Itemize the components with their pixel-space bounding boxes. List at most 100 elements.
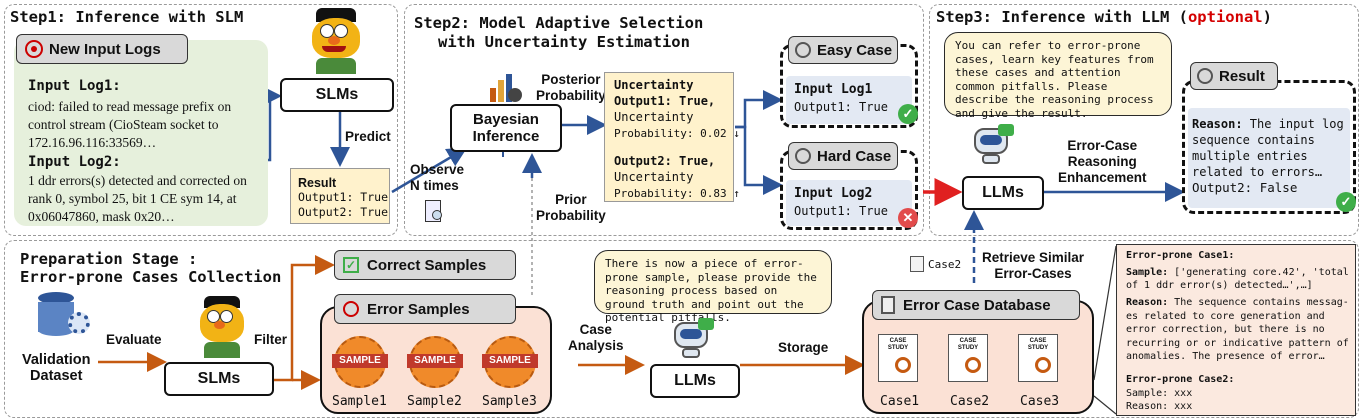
unc-o1-a: Output1: True, — [614, 94, 716, 108]
robot-icon-step3 — [972, 124, 1016, 164]
database-gear-icon — [38, 292, 94, 342]
hard-l2: Output1: True — [794, 204, 888, 218]
evaluate-label: Evaluate — [106, 332, 162, 347]
step1-panel — [4, 4, 398, 236]
sample-badge-2: SAMPLE — [407, 336, 463, 388]
validation-label: Validation Dataset — [22, 352, 91, 384]
llms-box-prep: LLMs — [650, 364, 740, 398]
case-label-1: Case1 — [880, 394, 920, 409]
reason-body: The input log sequence contains multiple… — [1192, 117, 1344, 179]
step2-title-line2: with Uncertainty Estimation — [438, 33, 690, 51]
unc-o2-b: Uncertainty — [614, 170, 694, 184]
result-content — [1188, 108, 1350, 208]
step3-panel — [929, 4, 1359, 236]
llms-box-step3: LLMs — [962, 176, 1044, 210]
enhancement-label: Error-Case Reasoning Enhancement — [1058, 138, 1147, 185]
case-analysis-bubble: There is now a piece of error-prone samp… — [594, 250, 832, 324]
hard-l1: Input Log2 — [794, 186, 873, 201]
step3-title: Step3: Inference with LLM (optional) — [936, 8, 1272, 26]
result-label: Result — [1219, 67, 1265, 85]
step3-title-main: Step3: Inference with LLM ( — [936, 8, 1188, 26]
db-doc-icon — [881, 296, 895, 314]
case-study-icon-1: CASE STUDY — [878, 334, 918, 382]
case-study-icon-3: CASE STUDY — [1018, 334, 1058, 382]
correct-samples-tag: ✓ Correct Samples — [334, 250, 516, 280]
hard-case-tag: Hard Case — [788, 142, 898, 170]
case-label-2: Case2 — [950, 394, 990, 409]
easy-case-icon — [795, 42, 811, 58]
error-case-db-tag: Error Case Database — [872, 290, 1080, 320]
case-analysis-label: Case Analysis — [568, 322, 624, 353]
reason-label: Reason: — [1192, 117, 1243, 131]
posterior-label: Posterior Probability — [536, 72, 606, 103]
filter-label: Filter — [254, 332, 288, 347]
log1-title: Input Log1: — [28, 78, 121, 94]
doc-search-icon — [425, 200, 442, 222]
case-study-3-text: CASE STUDY — [1027, 338, 1049, 351]
details-c1-sample-text: ['generating core.42', 'total of 1 ddr e… — [1126, 267, 1349, 291]
robot-icon-prep — [672, 318, 716, 358]
step3-title-end: ) — [1262, 8, 1272, 26]
unc-o1-b: Uncertainty — [614, 110, 694, 124]
error-samples-icon — [343, 301, 359, 317]
error-samples-tag: Error Samples — [334, 294, 516, 324]
sample-badge-1-text: SAMPLE — [332, 354, 388, 368]
details-c2-title: Error-prone Case2: — [1126, 374, 1235, 385]
log2-title: Input Log2: — [28, 154, 121, 170]
details-c2-reason: Reason: xxx — [1126, 401, 1193, 412]
new-input-logs-tag: New Input Logs — [16, 34, 188, 64]
slm-mascot-icon — [306, 8, 368, 74]
unc-title: Uncertainty — [614, 78, 694, 92]
case-study-icon-2: CASE STUDY — [948, 334, 988, 382]
step2-title-line1: Step2: Model Adaptive Selection — [414, 14, 704, 32]
hard-case-content — [786, 180, 912, 226]
error-samples-label: Error Samples — [367, 300, 470, 318]
result-tag: Result — [1190, 62, 1278, 90]
case2-doc-icon — [910, 256, 924, 272]
result-line1: Output1: True — [298, 190, 389, 204]
chart-icon — [488, 70, 522, 104]
step3-title-optional: optional — [1187, 8, 1263, 26]
details-c1-sample-label: Sample: — [1126, 267, 1169, 278]
details-c1-sample: Sample: ['generating core.42', 'total of… — [1126, 266, 1350, 292]
prep-panel — [4, 240, 1359, 418]
result-icon — [1197, 68, 1213, 84]
step2-panel — [404, 4, 924, 236]
case-study-2-text: CASE STUDY — [957, 338, 979, 351]
log1-text: ciod: failed to read message prefix on c… — [28, 99, 232, 150]
hard-case-icon — [795, 148, 811, 164]
retrieve-label: Retrieve Similar Error-Cases — [982, 250, 1085, 281]
details-c1-reason-text: The sequence contains messag-es related … — [1126, 297, 1349, 362]
details-c1-title: Error-prone Case1: — [1126, 250, 1235, 261]
easy-l1: Input Log1 — [794, 82, 873, 97]
error-case-db-label: Error Case Database — [903, 296, 1051, 314]
prior-label: Prior Probability — [536, 192, 606, 223]
details-c2-sample: Sample: xxx — [1126, 388, 1193, 399]
details-c1-reason-label: Reason: — [1126, 297, 1169, 308]
result-note — [290, 168, 390, 224]
sample-badge-3: SAMPLE — [482, 336, 538, 388]
cross-icon: ✕ — [898, 208, 918, 228]
easy-case-content — [786, 76, 912, 124]
correct-samples-label: Correct Samples — [367, 256, 487, 274]
easy-l2: Output1: True — [794, 100, 888, 114]
llm-prompt-bubble: You can refer to error-prone cases, lear… — [944, 32, 1172, 120]
unc-o1-c: Probability: 0.02 ↓ — [614, 127, 740, 140]
case2-tag: Case2 — [928, 258, 962, 271]
storage-label: Storage — [778, 340, 829, 355]
easy-case-tag: Easy Case — [788, 36, 898, 64]
slms-box-step1: SLMs — [280, 78, 394, 112]
unc-o2-a: Output2: True, — [614, 154, 716, 168]
case-study-1-text: CASE STUDY — [887, 338, 909, 351]
slms-box-prep: SLMs — [164, 362, 274, 396]
sample-badge-1: SAMPLE — [332, 336, 388, 388]
result-check-icon: ✓ — [1336, 192, 1356, 212]
check-icon: ✓ — [898, 104, 918, 124]
slm-mascot-icon-prep — [194, 296, 252, 358]
case-label-3: Case3 — [1020, 394, 1060, 409]
correct-check-icon: ✓ — [343, 257, 359, 273]
hard-case-label: Hard Case — [817, 147, 892, 165]
uncertainty-note — [604, 72, 734, 202]
prep-title-line1: Preparation Stage : — [20, 250, 198, 268]
output2-text: Output2: False — [1192, 180, 1298, 195]
